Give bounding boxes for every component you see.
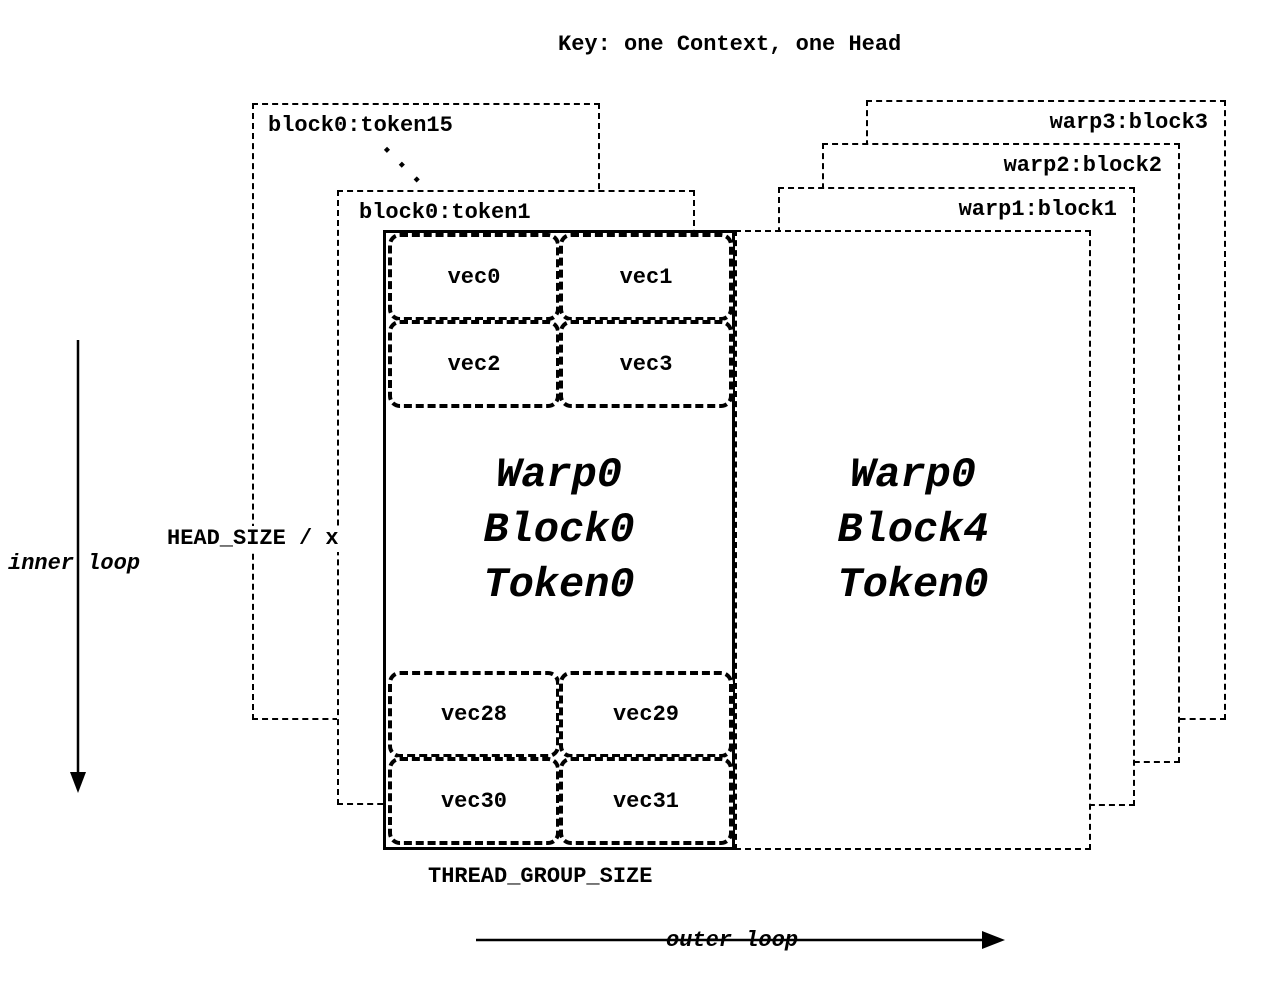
- outer-loop-label: outer loop: [666, 928, 799, 953]
- center-line: Token0: [483, 561, 635, 609]
- warp3-block3-label: warp3:block3: [1049, 110, 1208, 135]
- diagram-title: Key: one Context, one Head: [558, 32, 902, 57]
- center-line: Warp0: [849, 451, 977, 499]
- thread-group-size-label: THREAD_GROUP_SIZE: [428, 864, 653, 889]
- block0-token1-label: block0:token1: [359, 200, 531, 225]
- center-line: Block4: [837, 506, 989, 554]
- block0-token15-label: block0:token15: [268, 113, 453, 138]
- head-size-label: HEAD_SIZE / x: [163, 526, 343, 553]
- warp0-block4-token0-text: Warp0 Block4 Token0: [735, 448, 1091, 613]
- vec0-cell: vec0: [388, 233, 560, 321]
- vec31-label: vec31: [612, 788, 679, 814]
- vec29-cell: vec29: [559, 671, 733, 758]
- warp1-block1-label: warp1:block1: [958, 197, 1117, 222]
- vec31-cell: vec31: [559, 757, 733, 845]
- center-line: Block0: [483, 506, 635, 554]
- center-line: Token0: [837, 561, 989, 609]
- center-line: Warp0: [495, 451, 623, 499]
- warp0-block0-token0-text: Warp0 Block0 Token0: [383, 448, 735, 613]
- vec29-label: vec29: [612, 702, 679, 727]
- vec3-cell: vec3: [559, 320, 733, 408]
- vec30-cell: vec30: [388, 757, 560, 845]
- vec1-cell: vec1: [559, 233, 733, 321]
- outer-loop-arrowhead-icon: [982, 931, 1005, 949]
- vec0-label: vec0: [447, 264, 501, 290]
- warp2-block2-label: warp2:block2: [1003, 153, 1162, 178]
- vec2-label: vec2: [447, 351, 501, 377]
- inner-loop-label: inner loop: [8, 551, 141, 576]
- vec2-cell: vec2: [388, 320, 560, 408]
- inner-loop-arrowhead-icon: [70, 772, 86, 793]
- vec28-label: vec28: [440, 702, 507, 727]
- vec1-label: vec1: [619, 264, 673, 290]
- stack-ellipsis: ...: [372, 128, 459, 197]
- vec3-label: vec3: [619, 351, 673, 377]
- warp0-block4-token0-box: [735, 230, 1091, 850]
- vec30-label: vec30: [440, 788, 507, 814]
- vec28-cell: vec28: [388, 671, 560, 758]
